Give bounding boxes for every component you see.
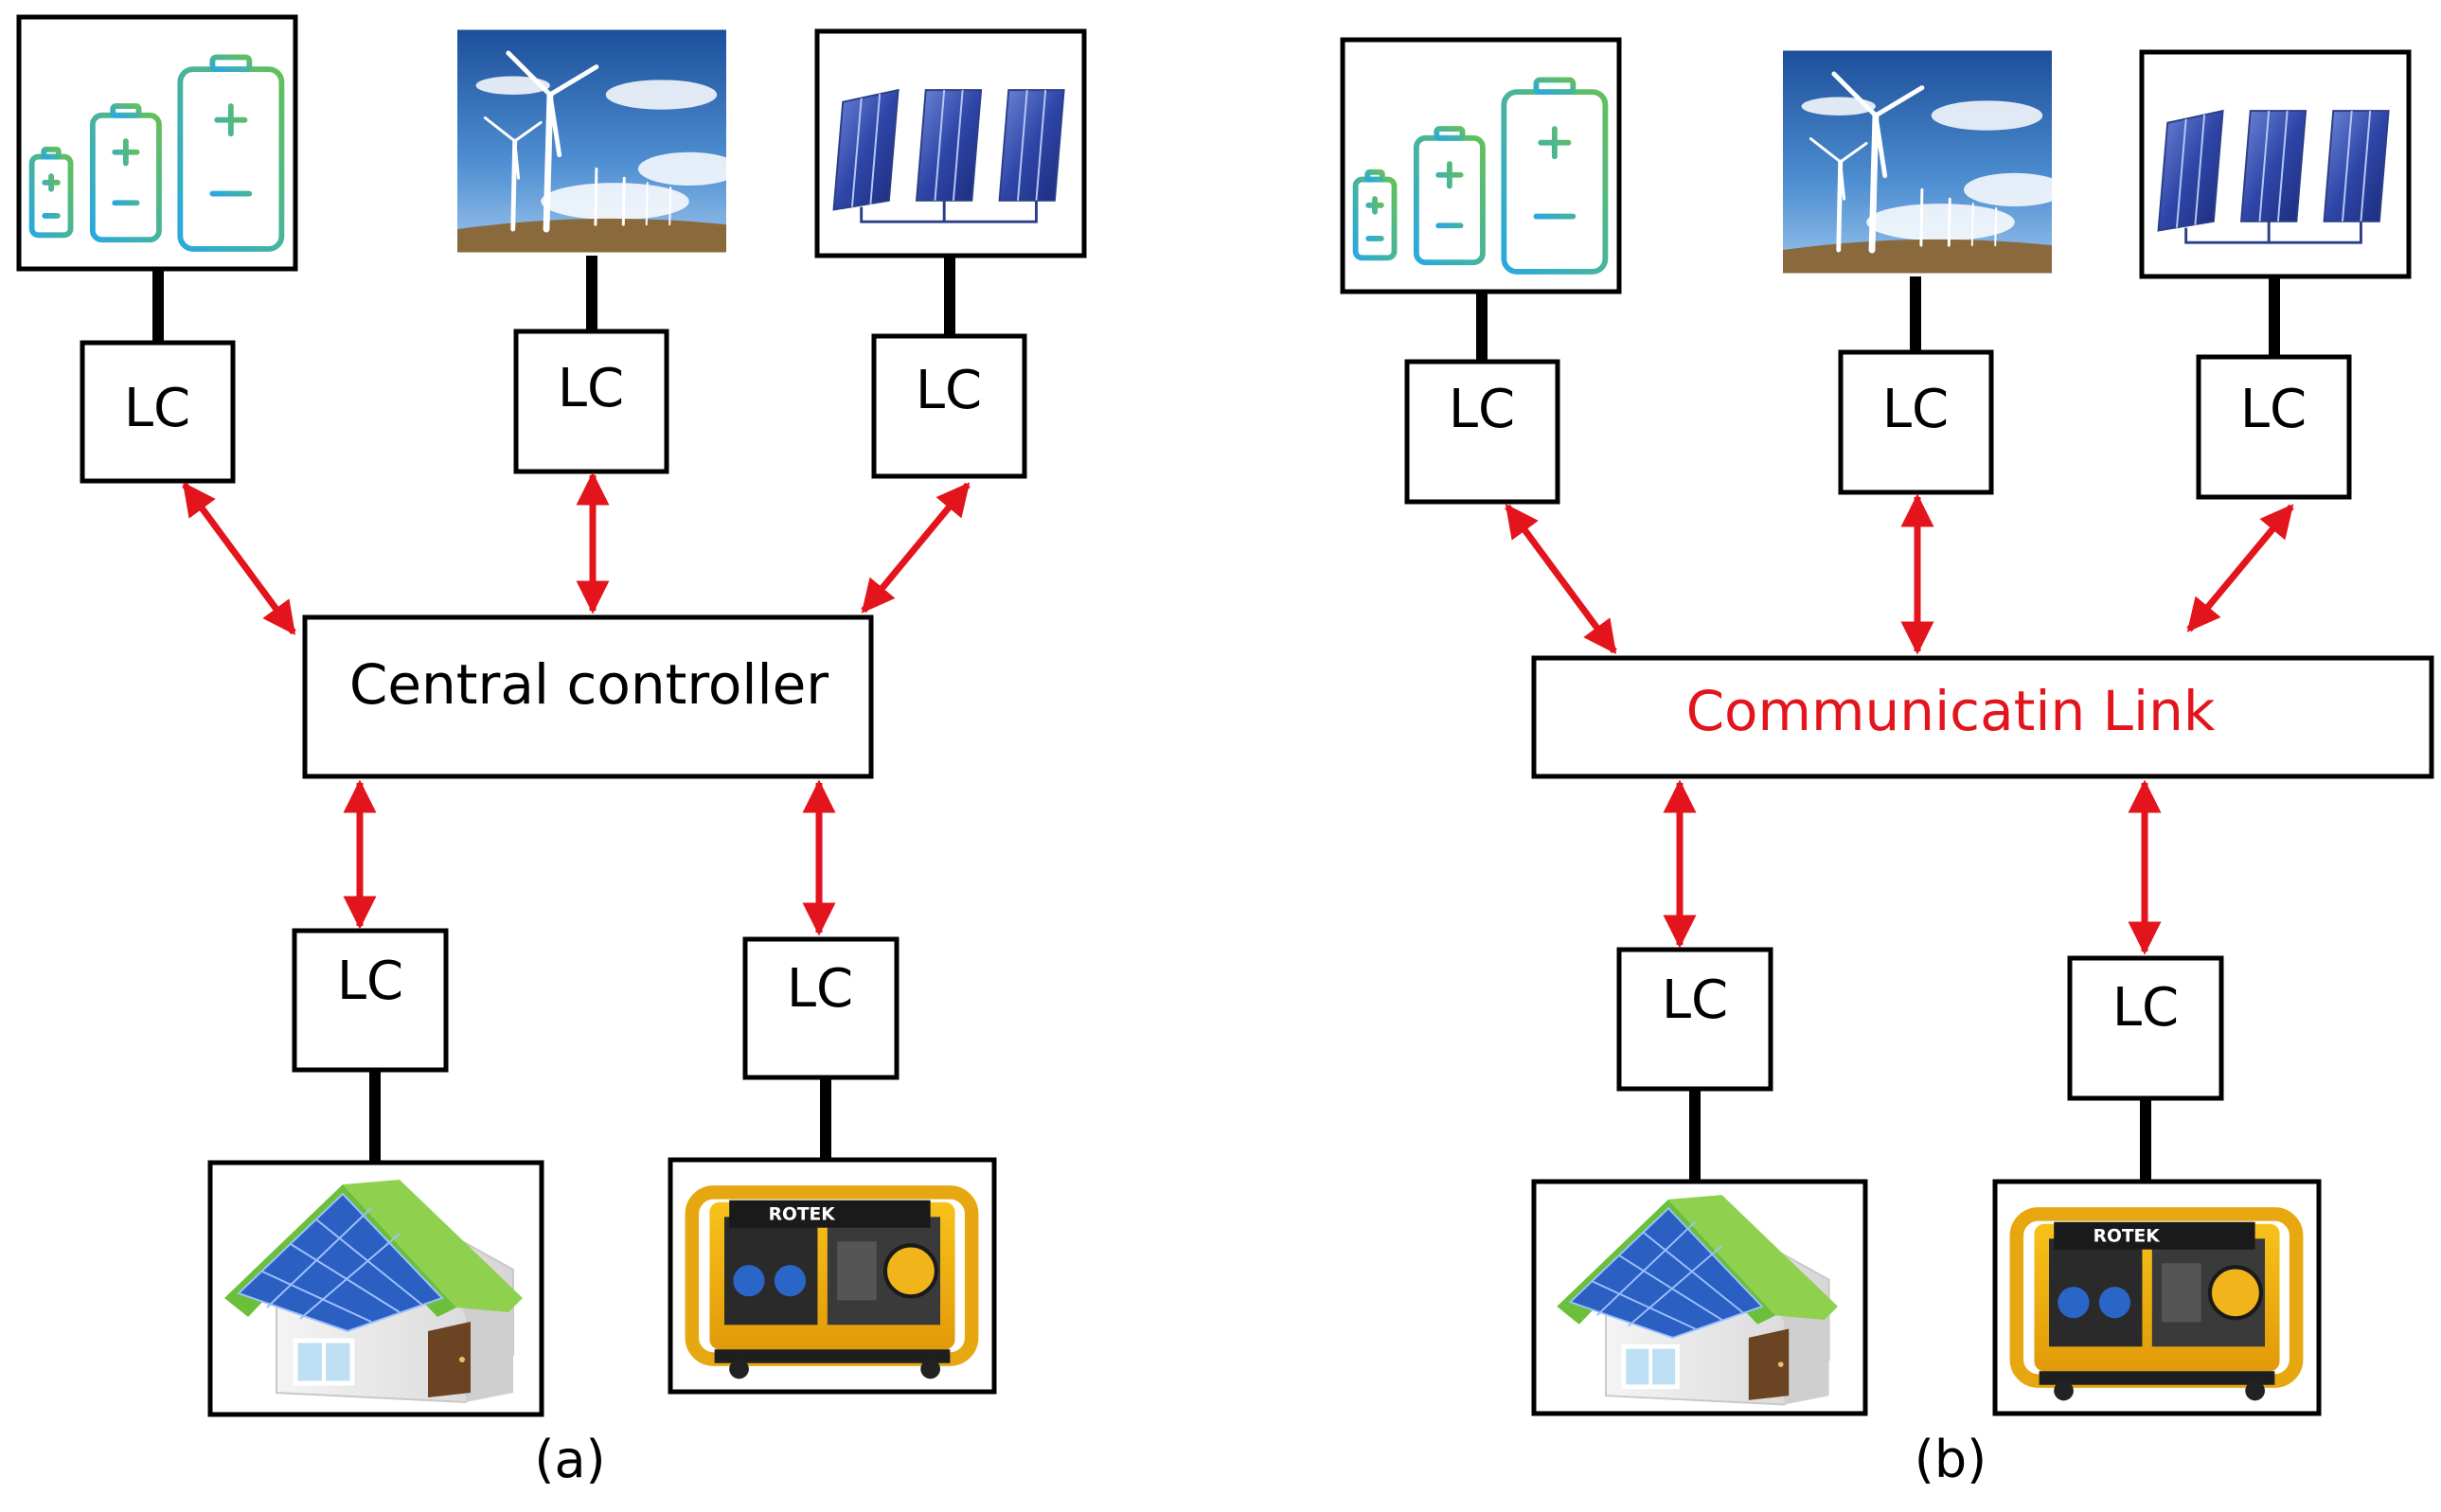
wind-turbine-box xyxy=(457,29,740,252)
lc-label: LC xyxy=(337,951,403,1012)
panel-a: LC LC LC Central controller LC LC xyxy=(16,14,1087,1489)
lc-label: LC xyxy=(558,358,624,419)
lc-box-wind: LC xyxy=(1838,349,1994,495)
solar-panel-box xyxy=(814,28,1087,258)
lc-label: LC xyxy=(124,378,190,439)
lc-box-battery: LC xyxy=(80,340,236,484)
lc-label: LC xyxy=(1449,379,1515,440)
battery-storage-box xyxy=(1340,37,1622,294)
communication-link-box: Communicatin Link xyxy=(1531,655,2434,779)
lc-box-generator: LC xyxy=(2067,955,2224,1101)
lc-box-house: LC xyxy=(1616,947,1773,1092)
lc-label: LC xyxy=(1662,969,1728,1031)
lc-box-battery: LC xyxy=(1404,359,1560,505)
lc-label: LC xyxy=(787,958,853,1020)
arrow-battery-link xyxy=(1505,504,1617,654)
lc-box-wind: LC xyxy=(513,329,669,474)
lc-box-generator: LC xyxy=(742,936,900,1080)
panel-b: LC LC LC Communicatin Link LC LC xyxy=(1340,37,2434,1489)
battery-storage-box xyxy=(16,14,298,272)
lc-label: LC xyxy=(1882,379,1949,440)
wind-turbine-box xyxy=(1783,50,2066,273)
caption-b: (b) xyxy=(1915,1430,1987,1489)
lc-box-solar: LC xyxy=(871,333,1027,479)
central-controller-label: Central controller xyxy=(349,652,829,717)
diesel-generator-icon xyxy=(2017,1214,2296,1400)
central-controller-box: Central controller xyxy=(302,614,874,779)
solar-panel-box xyxy=(2139,49,2412,279)
lc-label: LC xyxy=(2240,379,2307,440)
lc-box-house: LC xyxy=(292,928,449,1073)
arrow-solar-link xyxy=(2186,504,2294,632)
communication-link-label: Communicatin Link xyxy=(1686,679,2216,743)
arrow-solar-controller xyxy=(861,482,971,614)
diesel-generator-box xyxy=(1992,1179,2322,1416)
lc-box-solar: LC xyxy=(2196,354,2352,500)
lc-label: LC xyxy=(2112,977,2179,1039)
solar-house-box xyxy=(207,1160,544,1417)
diesel-generator-box xyxy=(668,1157,997,1395)
solar-house-box xyxy=(1531,1179,1868,1416)
arrow-battery-controller xyxy=(182,482,296,635)
diesel-generator-icon xyxy=(692,1192,971,1379)
wind-turbine-icon xyxy=(457,29,740,252)
caption-a: (a) xyxy=(534,1430,605,1489)
lc-label: LC xyxy=(916,360,982,421)
wind-turbine-icon xyxy=(1783,50,2066,273)
